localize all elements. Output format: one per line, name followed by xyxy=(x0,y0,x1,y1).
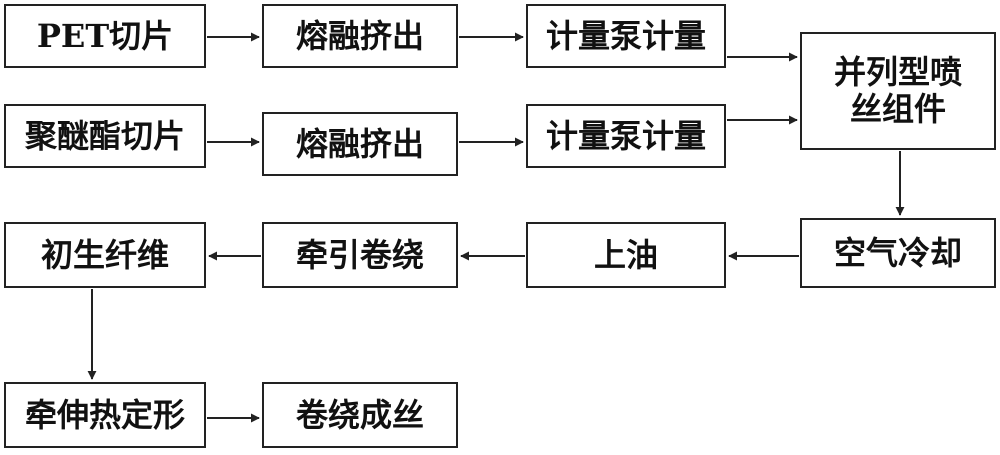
draw-winding-label: 牵引卷绕 xyxy=(295,235,424,274)
meter-pump-node-1: 计量泵计量 xyxy=(526,4,726,68)
as-spun-fiber-label: 初生纤维 xyxy=(40,235,169,274)
meter-pump-label-1: 计量泵计量 xyxy=(545,16,706,55)
oiling-node: 上油 xyxy=(526,222,726,288)
spinneret-label-line2: 丝组件 xyxy=(849,90,946,128)
draw-heat-set-node: 牵伸热定形 xyxy=(4,382,206,448)
draw-heat-set-label: 牵伸热定形 xyxy=(24,395,185,434)
air-cooling-node: 空气冷却 xyxy=(800,218,996,288)
meter-pump-node-2: 计量泵计量 xyxy=(526,104,726,168)
melt-extrude-label-1: 熔融挤出 xyxy=(295,16,424,55)
pet-chip-label: PET切片 xyxy=(36,16,174,55)
polyether-ester-chip-node: 聚醚酯切片 xyxy=(4,104,206,168)
air-cooling-label: 空气冷却 xyxy=(833,233,962,272)
melt-extrude-label-2: 熔融挤出 xyxy=(295,124,424,163)
melt-extrude-node-2: 熔融挤出 xyxy=(262,112,458,176)
meter-pump-label-2: 计量泵计量 xyxy=(545,116,706,155)
wind-to-yarn-node: 卷绕成丝 xyxy=(262,382,458,448)
pet-chip-node: PET切片 xyxy=(4,4,206,68)
spinneret-label-line1: 并列型喷 xyxy=(833,53,962,92)
wind-to-yarn-label: 卷绕成丝 xyxy=(295,395,424,434)
polyether-ester-chip-label: 聚醚酯切片 xyxy=(24,116,185,155)
melt-extrude-node-1: 熔融挤出 xyxy=(262,4,458,68)
draw-winding-node: 牵引卷绕 xyxy=(262,222,458,288)
as-spun-fiber-node: 初生纤维 xyxy=(4,222,206,288)
oiling-label: 上油 xyxy=(593,235,658,274)
spinneret-assembly-node: 并列型喷 丝组件 xyxy=(800,32,996,150)
